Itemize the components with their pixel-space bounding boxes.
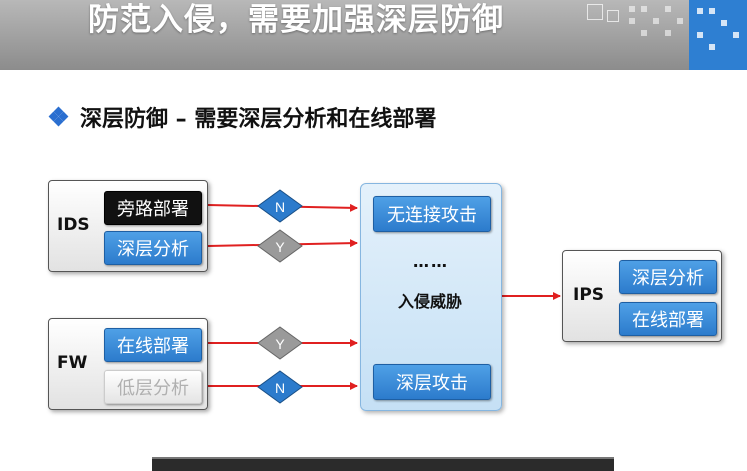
diamond-ids-top: N — [257, 189, 303, 223]
diamond-fw-top: Y — [257, 326, 303, 360]
bottom-bar — [152, 457, 614, 471]
diamond-fw-bottom: N — [257, 370, 303, 404]
subtitle-row: 深层防御 – 需要深层分析和在线部署 — [48, 102, 437, 132]
diamond-ids-bottom-label: Y — [275, 239, 285, 255]
ids-panel: IDS 旁路部署 深层分析 — [48, 180, 208, 272]
ips-chip-inline-deploy: 在线部署 — [619, 302, 717, 336]
ips-chip-deep-analysis: 深层分析 — [619, 260, 717, 294]
subtitle-text: 深层防御 – 需要深层分析和在线部署 — [80, 107, 437, 132]
header-decoration — [547, 0, 747, 70]
threat-panel: 无连接攻击 …… 深层攻击 — [360, 183, 502, 411]
diamond-ids-top-label: N — [275, 199, 285, 215]
fw-chip-inline-deploy: 在线部署 — [104, 328, 202, 362]
intrusion-threat-label: 入侵威胁 — [397, 292, 462, 311]
ellipsis-text: …… — [413, 252, 449, 271]
ids-chip-bypass-deploy: 旁路部署 — [104, 191, 202, 225]
ips-label: IPS — [573, 285, 605, 305]
fw-chip-shallow-analysis: 低层分析 — [104, 370, 202, 404]
bullet-diamond-icon — [48, 106, 69, 127]
diamond-fw-bottom-label: N — [275, 380, 285, 396]
arrow-ids-top — [207, 203, 358, 212]
ids-chip-deep-analysis: 深层分析 — [104, 231, 202, 265]
diamond-fw-top-label: Y — [275, 336, 285, 352]
fw-panel: FW 在线部署 低层分析 — [48, 318, 208, 410]
ids-label: IDS — [57, 215, 90, 235]
ips-panel: IPS 深层分析 在线部署 — [562, 250, 722, 342]
chip-deep-attack: 深层攻击 — [373, 364, 491, 400]
slide-title: 防范入侵，需要加强深层防御 — [88, 2, 504, 38]
slide-header: 防范入侵，需要加强深层防御 — [0, 0, 747, 70]
chip-connectionless-attack: 无连接攻击 — [373, 196, 491, 232]
diamond-ids-bottom: Y — [257, 229, 303, 263]
arrow-ids-bottom — [207, 239, 358, 248]
fw-label: FW — [57, 353, 88, 373]
